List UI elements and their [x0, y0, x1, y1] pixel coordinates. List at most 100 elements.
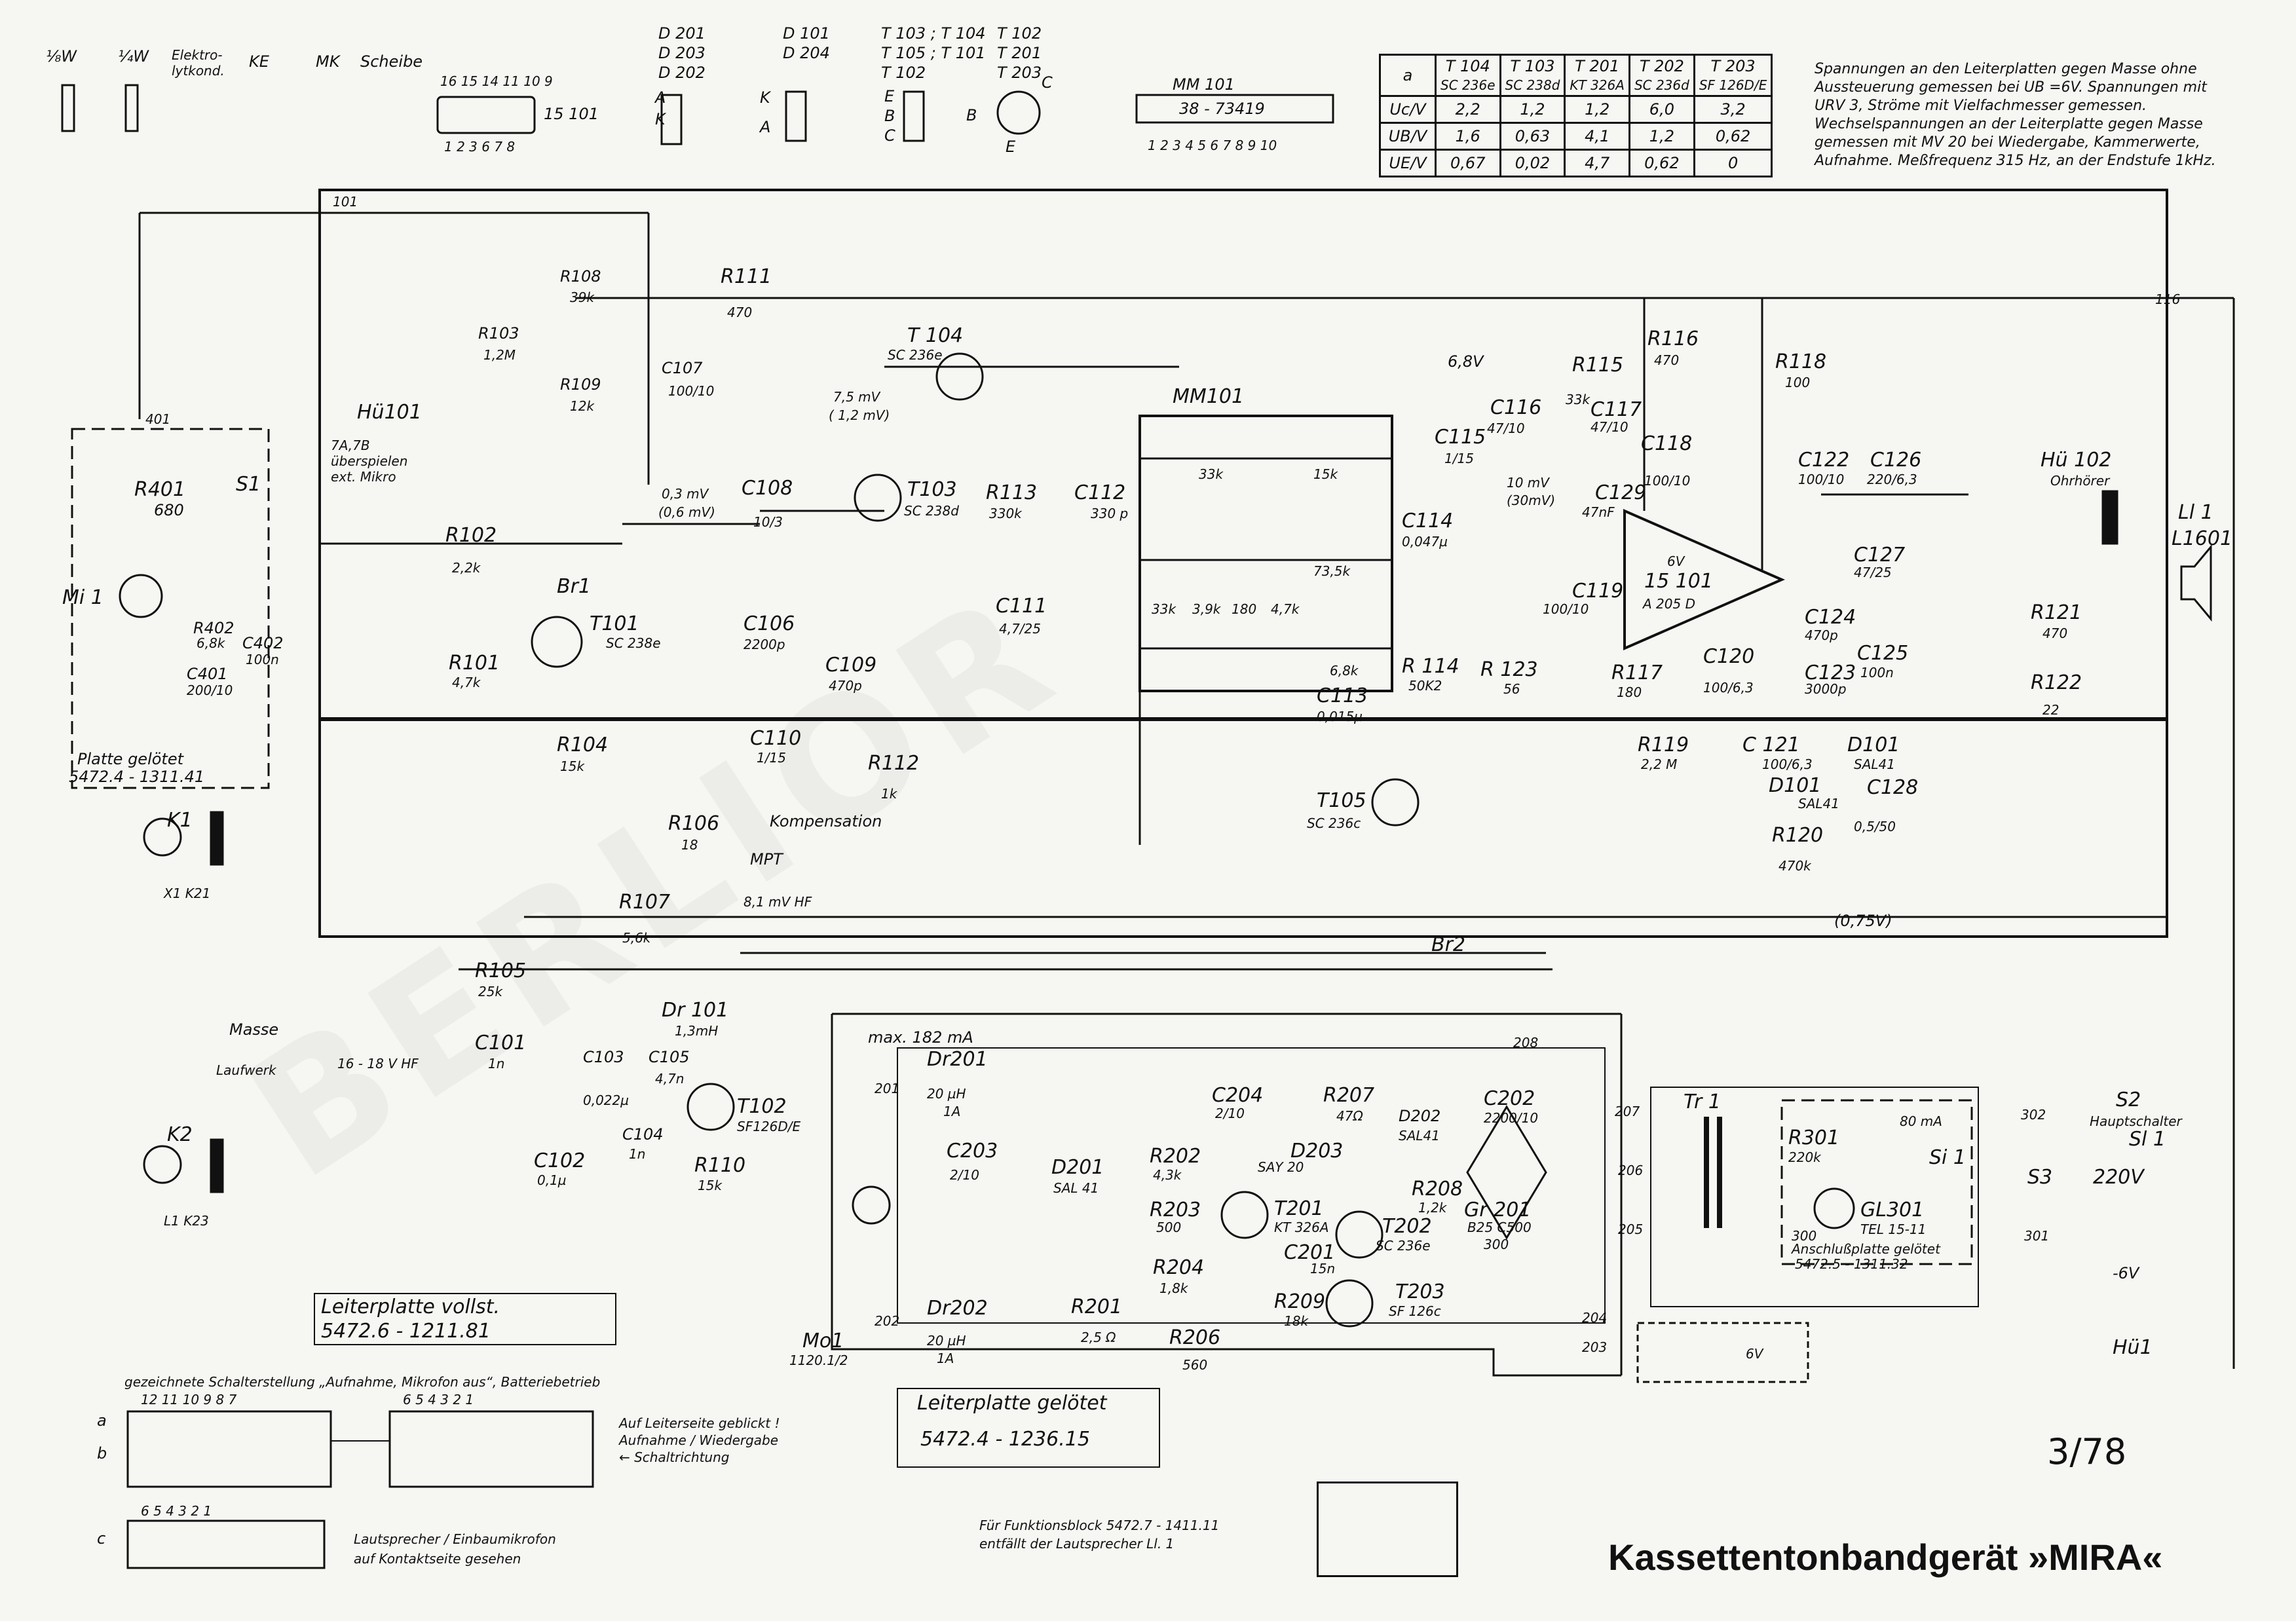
vt-cell: 1,2	[1628, 122, 1695, 151]
c104-value: 1n	[629, 1146, 646, 1162]
vt-cell: 1,6	[1435, 122, 1501, 151]
masse-label: Masse	[229, 1020, 279, 1039]
row-c-label: c	[97, 1529, 106, 1548]
hu102-label: Hü 102	[2041, 449, 2112, 472]
vt-cell: 0,62	[1693, 122, 1773, 151]
ic-supply: 6V	[1667, 553, 1685, 569]
t103-type: SC 238d	[904, 503, 959, 519]
t203-type: SF 126c	[1389, 1303, 1441, 1319]
vt-cell: 3,2	[1693, 95, 1773, 124]
legend-transistor-group-1: T 103 ; T 104 T 105 ; T 101 T 102	[881, 24, 986, 82]
c113-value: 0,015µ	[1317, 709, 1363, 724]
vt-cell: 2,2	[1435, 95, 1501, 124]
dr201-label: Dr201	[927, 1048, 988, 1071]
c115-value: 1/15	[1444, 451, 1474, 466]
microphone-mi1	[119, 574, 163, 618]
k2-plug	[210, 1138, 224, 1193]
gr201-label: Gr 201	[1464, 1199, 1532, 1221]
d101-type: SAL41	[1854, 756, 1895, 772]
c103-label: C103	[583, 1048, 624, 1066]
c126-label: C126	[1870, 449, 1922, 472]
c401-value: 200/10	[187, 682, 233, 698]
r108-label: R108	[560, 267, 601, 286]
anschluss-number: 5472.5 - 1311.32	[1795, 1256, 1908, 1272]
anschluss-label: Anschlußplatte gelötet	[1792, 1241, 1940, 1257]
v-03mv: 0,3 mV	[662, 486, 709, 502]
c121-value: 100/6,3	[1762, 756, 1813, 772]
d101-label: D101	[1847, 734, 1900, 756]
table-row: UE/V 0,67 0,02 4,7 0,62 0	[1379, 149, 1773, 177]
c128-label: C128	[1867, 776, 1919, 799]
c117-value: 47/10	[1590, 419, 1628, 435]
legend-diode-group-2: D 101 D 204	[783, 24, 830, 62]
legend-d1-k: K	[655, 110, 666, 128]
r118-label: R118	[1775, 350, 1827, 373]
page-number: 3/78	[2047, 1431, 2127, 1472]
t201-circle	[1220, 1191, 1269, 1239]
r112-label: R112	[868, 752, 920, 775]
c401-label: C401	[187, 665, 228, 683]
r209-value: 18k	[1284, 1313, 1309, 1329]
battery-pack	[1636, 1322, 1809, 1383]
c118-label: C118	[1641, 432, 1693, 455]
dr202-value: 20 µH	[927, 1333, 966, 1349]
glow-lamp	[1813, 1187, 1855, 1229]
node-207: 207	[1615, 1104, 1640, 1119]
pcb-full-number: 5472.6 - 1211.81	[321, 1320, 491, 1343]
c105-value: 4,7n	[655, 1071, 685, 1087]
dr202-amp: 1A	[937, 1351, 954, 1366]
r105-value: 25k	[478, 984, 503, 999]
r106-value: 18	[681, 837, 698, 853]
vt-cell: UE/V	[1379, 149, 1437, 177]
c119-label: C119	[1572, 580, 1624, 603]
c108-label: C108	[742, 477, 793, 500]
c124-value: 470p	[1805, 627, 1838, 643]
legend-resistor-1	[61, 84, 75, 132]
r106-label: R106	[668, 812, 720, 835]
legend-ic-name: 15 101	[544, 105, 599, 123]
t202-circle	[1335, 1210, 1383, 1259]
k1-plug	[210, 811, 224, 866]
r401-value: 680	[154, 501, 184, 519]
overdub-note: 7A,7B überspielen ext. Mikro	[331, 438, 408, 485]
gr201-type: B25 C500	[1467, 1220, 1532, 1235]
v-12mv: ( 1,2 mV)	[829, 407, 890, 423]
laufwerk-label: Laufwerk	[216, 1062, 276, 1078]
vt-cell: UB/V	[1379, 122, 1437, 151]
v-10mv: 10 mV	[1507, 475, 1549, 491]
r121-value: 470	[2042, 625, 2068, 641]
hu101-label: Hü101	[357, 401, 422, 424]
c204-label: C204	[1212, 1084, 1264, 1107]
r204-value: 1,8k	[1159, 1280, 1188, 1296]
d201-type: SAL 41	[1053, 1180, 1099, 1196]
c110-label: C110	[750, 727, 802, 750]
c103-value: 0,022µ	[583, 1092, 629, 1108]
legend-mm101-title: MM 101	[1173, 75, 1235, 94]
v-30mv: (30mV)	[1507, 493, 1556, 508]
r115-label: R115	[1572, 354, 1624, 377]
r111-value: 470	[727, 305, 753, 320]
c113-label: C113	[1317, 684, 1368, 707]
c109-value: 470p	[829, 678, 862, 694]
k1-label: K1	[167, 809, 193, 832]
pcb-label-frame	[314, 1293, 616, 1345]
c203-label: C203	[947, 1140, 998, 1163]
c125-value: 100n	[1860, 665, 1894, 680]
s1-label: S1	[236, 473, 261, 496]
d202-label: D202	[1399, 1107, 1441, 1125]
br1-label: Br1	[557, 575, 592, 598]
c105-label: C105	[649, 1048, 690, 1066]
c104-label: C104	[622, 1125, 664, 1144]
c129-value: 47nF	[1582, 504, 1615, 520]
hu102-jack-body	[2101, 490, 2118, 545]
t203-circle	[1325, 1279, 1374, 1328]
k2-lamp-circle	[143, 1145, 182, 1184]
t102-circle	[687, 1083, 735, 1131]
si1-label: Si 1	[1929, 1146, 1967, 1169]
ic-15101-triangle	[1623, 508, 1785, 651]
r113-value: 330k	[989, 506, 1022, 521]
c202-value: 2200/10	[1484, 1110, 1539, 1126]
